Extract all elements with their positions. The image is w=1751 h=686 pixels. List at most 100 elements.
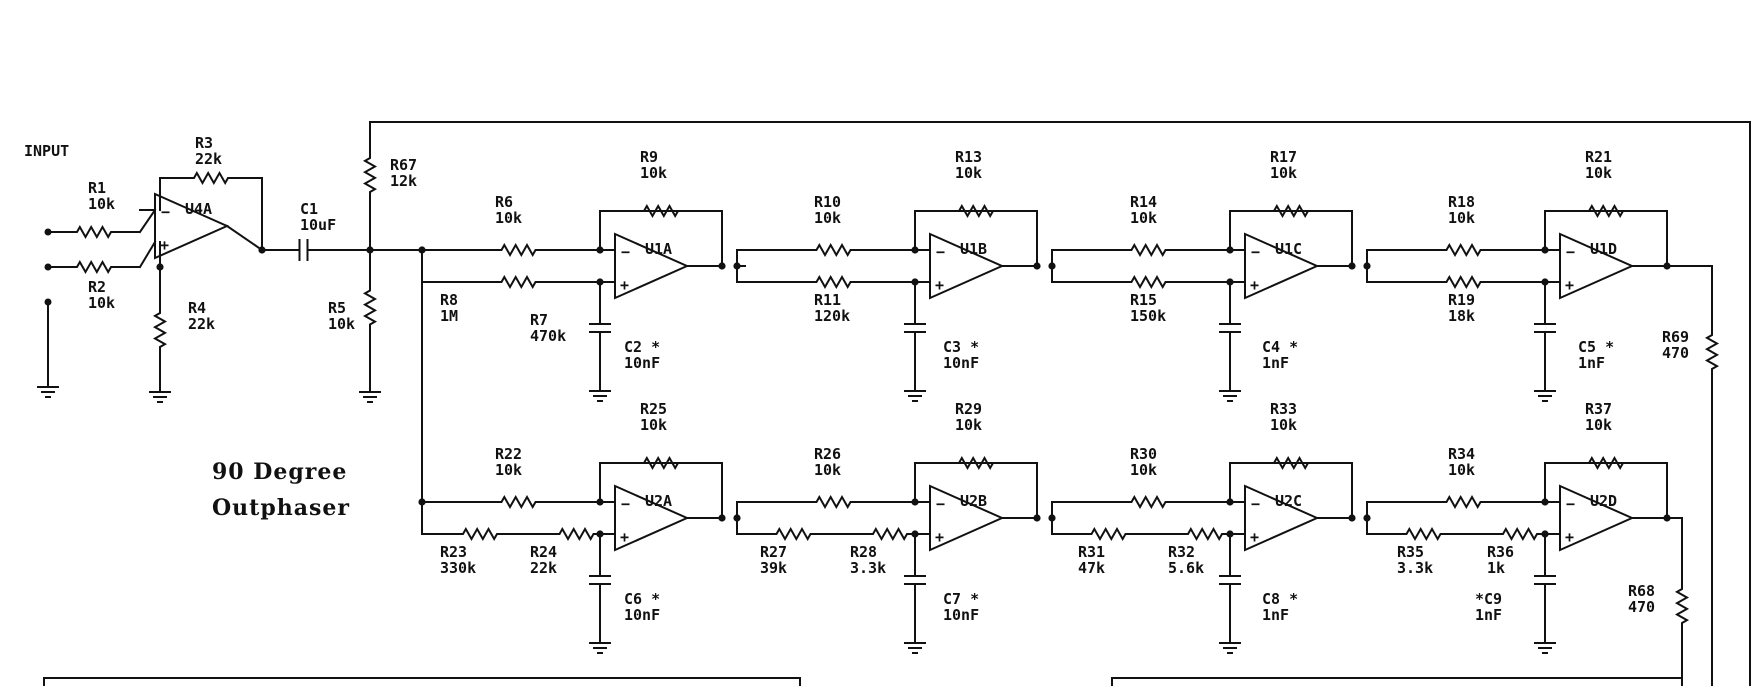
r34-value-label: 10k	[1448, 461, 1475, 479]
r15-value-label: 150k	[1130, 307, 1166, 325]
r37-ref-label: R37	[1585, 400, 1612, 418]
noninverting-pin-sign: +	[1250, 276, 1259, 294]
resistor-r3	[160, 170, 262, 186]
opamp-u4a	[154, 192, 230, 260]
resistor-r29	[915, 455, 1037, 471]
ground-symbol	[589, 642, 611, 654]
resistor-r7	[422, 274, 615, 290]
r68-value-label: 470	[1628, 598, 1655, 616]
r5-ref-label: R5	[328, 299, 346, 317]
resistor-r18	[1367, 242, 1560, 258]
junction-dot	[156, 263, 164, 271]
opamp-label-u2a: U2A	[645, 492, 672, 510]
resistor-r23	[422, 526, 538, 542]
r69-ref-label: R69	[1662, 328, 1689, 346]
inverting-pin-sign: −	[1566, 495, 1575, 513]
r13-ref-label: R13	[955, 148, 982, 166]
resistor-r2	[48, 259, 140, 275]
resistor-r26	[737, 494, 930, 510]
resistor-r4	[152, 290, 168, 370]
r24-ref-label: R24	[530, 543, 557, 561]
inverting-pin-sign: −	[161, 203, 170, 221]
resistor-r15	[1052, 274, 1245, 290]
schematic-title-line2: Outphaser	[212, 495, 350, 521]
r3-value-label: 22k	[195, 150, 222, 168]
resistor-r36	[1480, 526, 1560, 542]
r27-value-label: 39k	[760, 559, 787, 577]
resistor-r22	[422, 494, 615, 510]
r35-ref-label: R35	[1397, 543, 1424, 561]
r8-value-label: 1M	[440, 307, 458, 325]
r35-value-label: 3.3k	[1397, 559, 1433, 577]
noninverting-pin-sign: +	[620, 528, 629, 546]
r18-value-label: 10k	[1448, 209, 1475, 227]
opamp-u2a	[614, 484, 690, 552]
c1-ref-label: C1	[300, 200, 318, 218]
r1-value-label: 10k	[88, 195, 115, 213]
resistor-r21	[1545, 203, 1667, 219]
r21-ref-label: R21	[1585, 148, 1612, 166]
resistor-r31	[1052, 526, 1165, 542]
capacitor-c4	[1219, 282, 1241, 374]
noninverting-pin-sign: +	[620, 276, 629, 294]
noninverting-pin-sign: +	[935, 276, 944, 294]
r7-value-label: 470k	[530, 327, 566, 345]
resistor-r32	[1165, 526, 1245, 542]
c2-ref-label: C2 *	[624, 338, 660, 356]
opamp-label-u2c: U2C	[1275, 492, 1302, 510]
r7-ref-label: R7	[530, 311, 548, 329]
r26-ref-label: R26	[814, 445, 841, 463]
r27-ref-label: R27	[760, 543, 787, 561]
r19-ref-label: R19	[1448, 291, 1475, 309]
resistor-r30	[1052, 494, 1245, 510]
ground-symbol	[1219, 642, 1241, 654]
ground-symbol	[359, 391, 381, 403]
resistor-r19	[1367, 274, 1560, 290]
noninverting-pin-sign: +	[935, 528, 944, 546]
labels: INPUT−+U4AR110kR210kR322kR422kC110uFR671…	[24, 134, 1689, 624]
opamp-u1a	[614, 232, 690, 300]
r19-value-label: 18k	[1448, 307, 1475, 325]
r1-ref-label: R1	[88, 179, 106, 197]
r30-value-label: 10k	[1130, 461, 1157, 479]
r11-ref-label: R11	[814, 291, 841, 309]
capacitor-c5	[1534, 282, 1556, 374]
resistor-r37	[1545, 455, 1667, 471]
inverting-pin-sign: −	[621, 243, 630, 261]
r23-value-label: 330k	[440, 559, 476, 577]
c9-value-label: 1nF	[1475, 606, 1502, 624]
c8-ref-label: C8 *	[1262, 590, 1298, 608]
c6-ref-label: C6 *	[624, 590, 660, 608]
resistor-r27	[737, 526, 850, 542]
r17-value-label: 10k	[1270, 164, 1297, 182]
r14-value-label: 10k	[1130, 209, 1157, 227]
r17-ref-label: R17	[1270, 148, 1297, 166]
opamp-u2c	[1244, 484, 1320, 552]
r14-ref-label: R14	[1130, 193, 1157, 211]
ground-symbol	[37, 386, 59, 398]
resistor-r11	[737, 274, 930, 290]
r18-ref-label: R18	[1448, 193, 1475, 211]
c4-ref-label: C4 *	[1262, 338, 1298, 356]
ground-symbol	[1219, 390, 1241, 402]
r28-value-label: 3.3k	[850, 559, 886, 577]
wires	[43, 121, 1751, 686]
opamp-label-u1b: U1B	[960, 240, 987, 258]
opamp-label-u2d: U2D	[1590, 492, 1617, 510]
r34-ref-label: R34	[1448, 445, 1475, 463]
r2-ref-label: R2	[88, 278, 106, 296]
opamp-u1d	[1559, 232, 1635, 300]
inverting-pin-sign: −	[936, 243, 945, 261]
schematic-title-line1: 90 Degree	[212, 459, 347, 485]
components	[37, 122, 1720, 654]
resistor-r35	[1367, 526, 1480, 542]
resistor-r28	[850, 526, 930, 542]
c7-value-label: 10nF	[943, 606, 979, 624]
r32-value-label: 5.6k	[1168, 559, 1204, 577]
r11-value-label: 120k	[814, 307, 850, 325]
noninverting-pin-sign: +	[1565, 528, 1574, 546]
r4-value-label: 22k	[188, 315, 215, 333]
resistor-r13	[915, 203, 1037, 219]
r67-value-label: 12k	[390, 172, 417, 190]
